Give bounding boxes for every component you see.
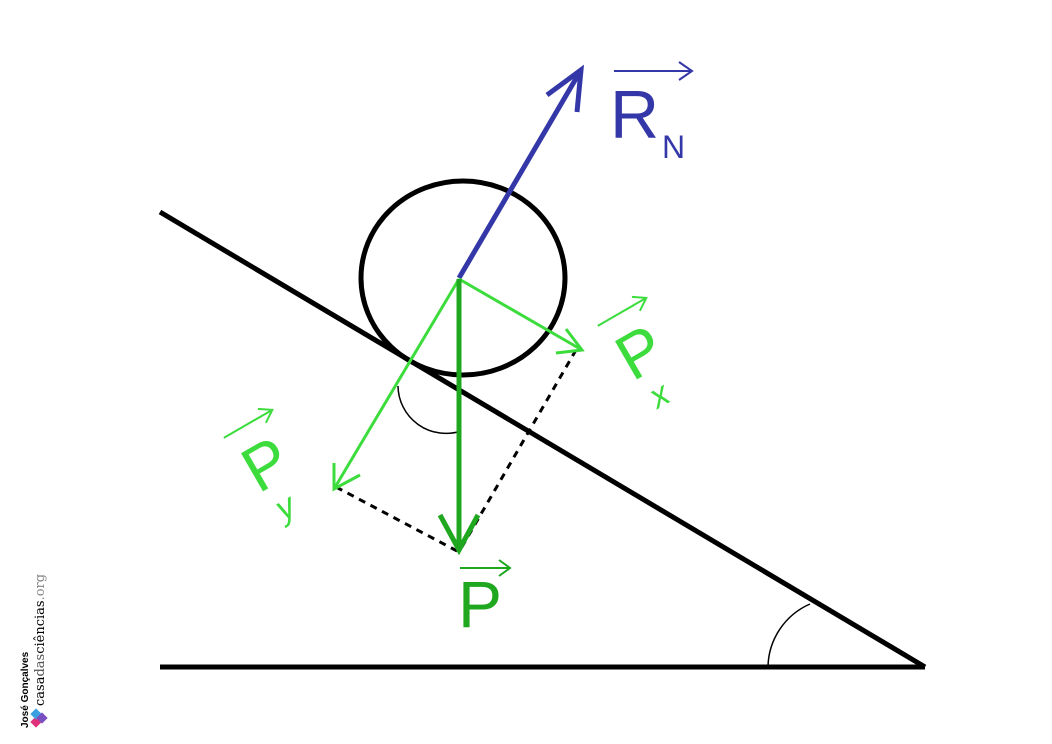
weight-y-symbol: P <box>230 422 303 506</box>
weight-x-subscript: x <box>641 374 677 417</box>
normal-force-subscript: N <box>662 129 685 165</box>
weight-symbol: P <box>458 567 502 641</box>
credit-block: José Gonçalves casadasciências.org <box>20 574 48 728</box>
component-angle-arc <box>397 385 462 435</box>
incline-angle-arc <box>767 603 811 668</box>
weight-y-label: P y <box>223 407 304 529</box>
normal-force-label: R N <box>610 61 694 165</box>
casa-das-ciencias-logo-icon <box>30 708 48 728</box>
site-credit: casadasciências.org <box>33 574 48 706</box>
weight-x-component-vector <box>458 277 585 355</box>
weight-y-component-vector <box>332 278 461 492</box>
normal-force-symbol: R <box>610 77 659 153</box>
construction-line-y <box>335 485 460 554</box>
author-credit: José Gonçalves <box>20 651 31 728</box>
weight-vector <box>437 279 481 556</box>
weight-y-subscript: y <box>267 486 304 529</box>
weight-label: P <box>458 559 512 641</box>
ball <box>358 178 568 378</box>
normal-force-vector <box>456 64 585 280</box>
incline-line <box>158 209 927 670</box>
weight-x-symbol: P <box>604 310 677 394</box>
weight-x-label: P x <box>597 295 677 417</box>
